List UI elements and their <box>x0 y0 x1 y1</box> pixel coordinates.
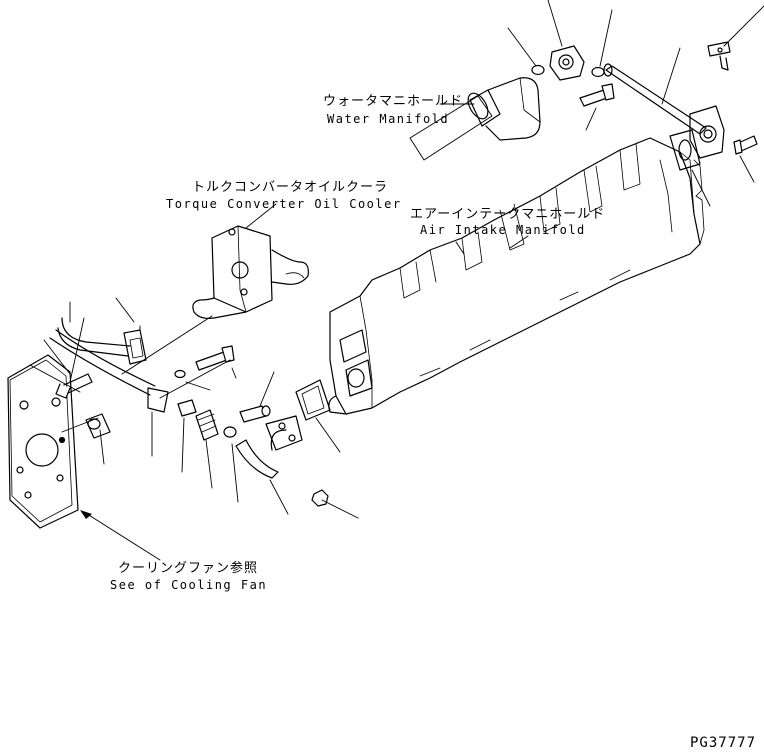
air-intake-manifold <box>329 138 704 414</box>
water-connector <box>550 46 584 80</box>
water-tube <box>604 64 724 158</box>
o-ring-right <box>592 68 604 77</box>
water-manifold-label-en: Water Manifold <box>327 112 450 126</box>
water-manifold <box>410 78 540 160</box>
o-ring-left <box>532 66 544 75</box>
leader-lines <box>30 0 764 560</box>
hose-sleeves <box>86 400 236 440</box>
torque-converter-oil-cooler <box>193 226 308 318</box>
bolt-left <box>56 374 92 398</box>
tube-gasket <box>670 130 700 170</box>
drawing-code: PG37777 <box>690 735 757 751</box>
bolt-tube-flange <box>734 136 757 154</box>
cooling-fan-bracket <box>8 355 78 528</box>
oil-cooler-pipes <box>50 318 168 412</box>
bolt-water-connector <box>580 84 614 106</box>
washer-center <box>175 371 185 378</box>
intake-gasket <box>296 380 330 420</box>
arrow-heads <box>80 510 92 519</box>
bracket-top-right <box>708 42 730 70</box>
cooling-fan-label-en: See of Cooling Fan <box>110 578 268 592</box>
cooling-fan-label-jp: クーリングファン参照 <box>118 561 259 576</box>
elbow-pipe-flange <box>236 406 302 478</box>
nut <box>312 490 328 506</box>
water-manifold-label-jp: ウォータマニホールド <box>323 94 464 109</box>
air-intake-label-en: Air Intake Manifold <box>420 223 586 237</box>
torque-converter-label-en: Torque Converter Oil Cooler <box>166 197 402 211</box>
bolt-center <box>196 346 234 370</box>
torque-converter-label-jp: トルクコンバータオイルクーラ <box>192 180 389 195</box>
air-intake-label-jp: エアーインテークマニホールド <box>410 207 606 222</box>
